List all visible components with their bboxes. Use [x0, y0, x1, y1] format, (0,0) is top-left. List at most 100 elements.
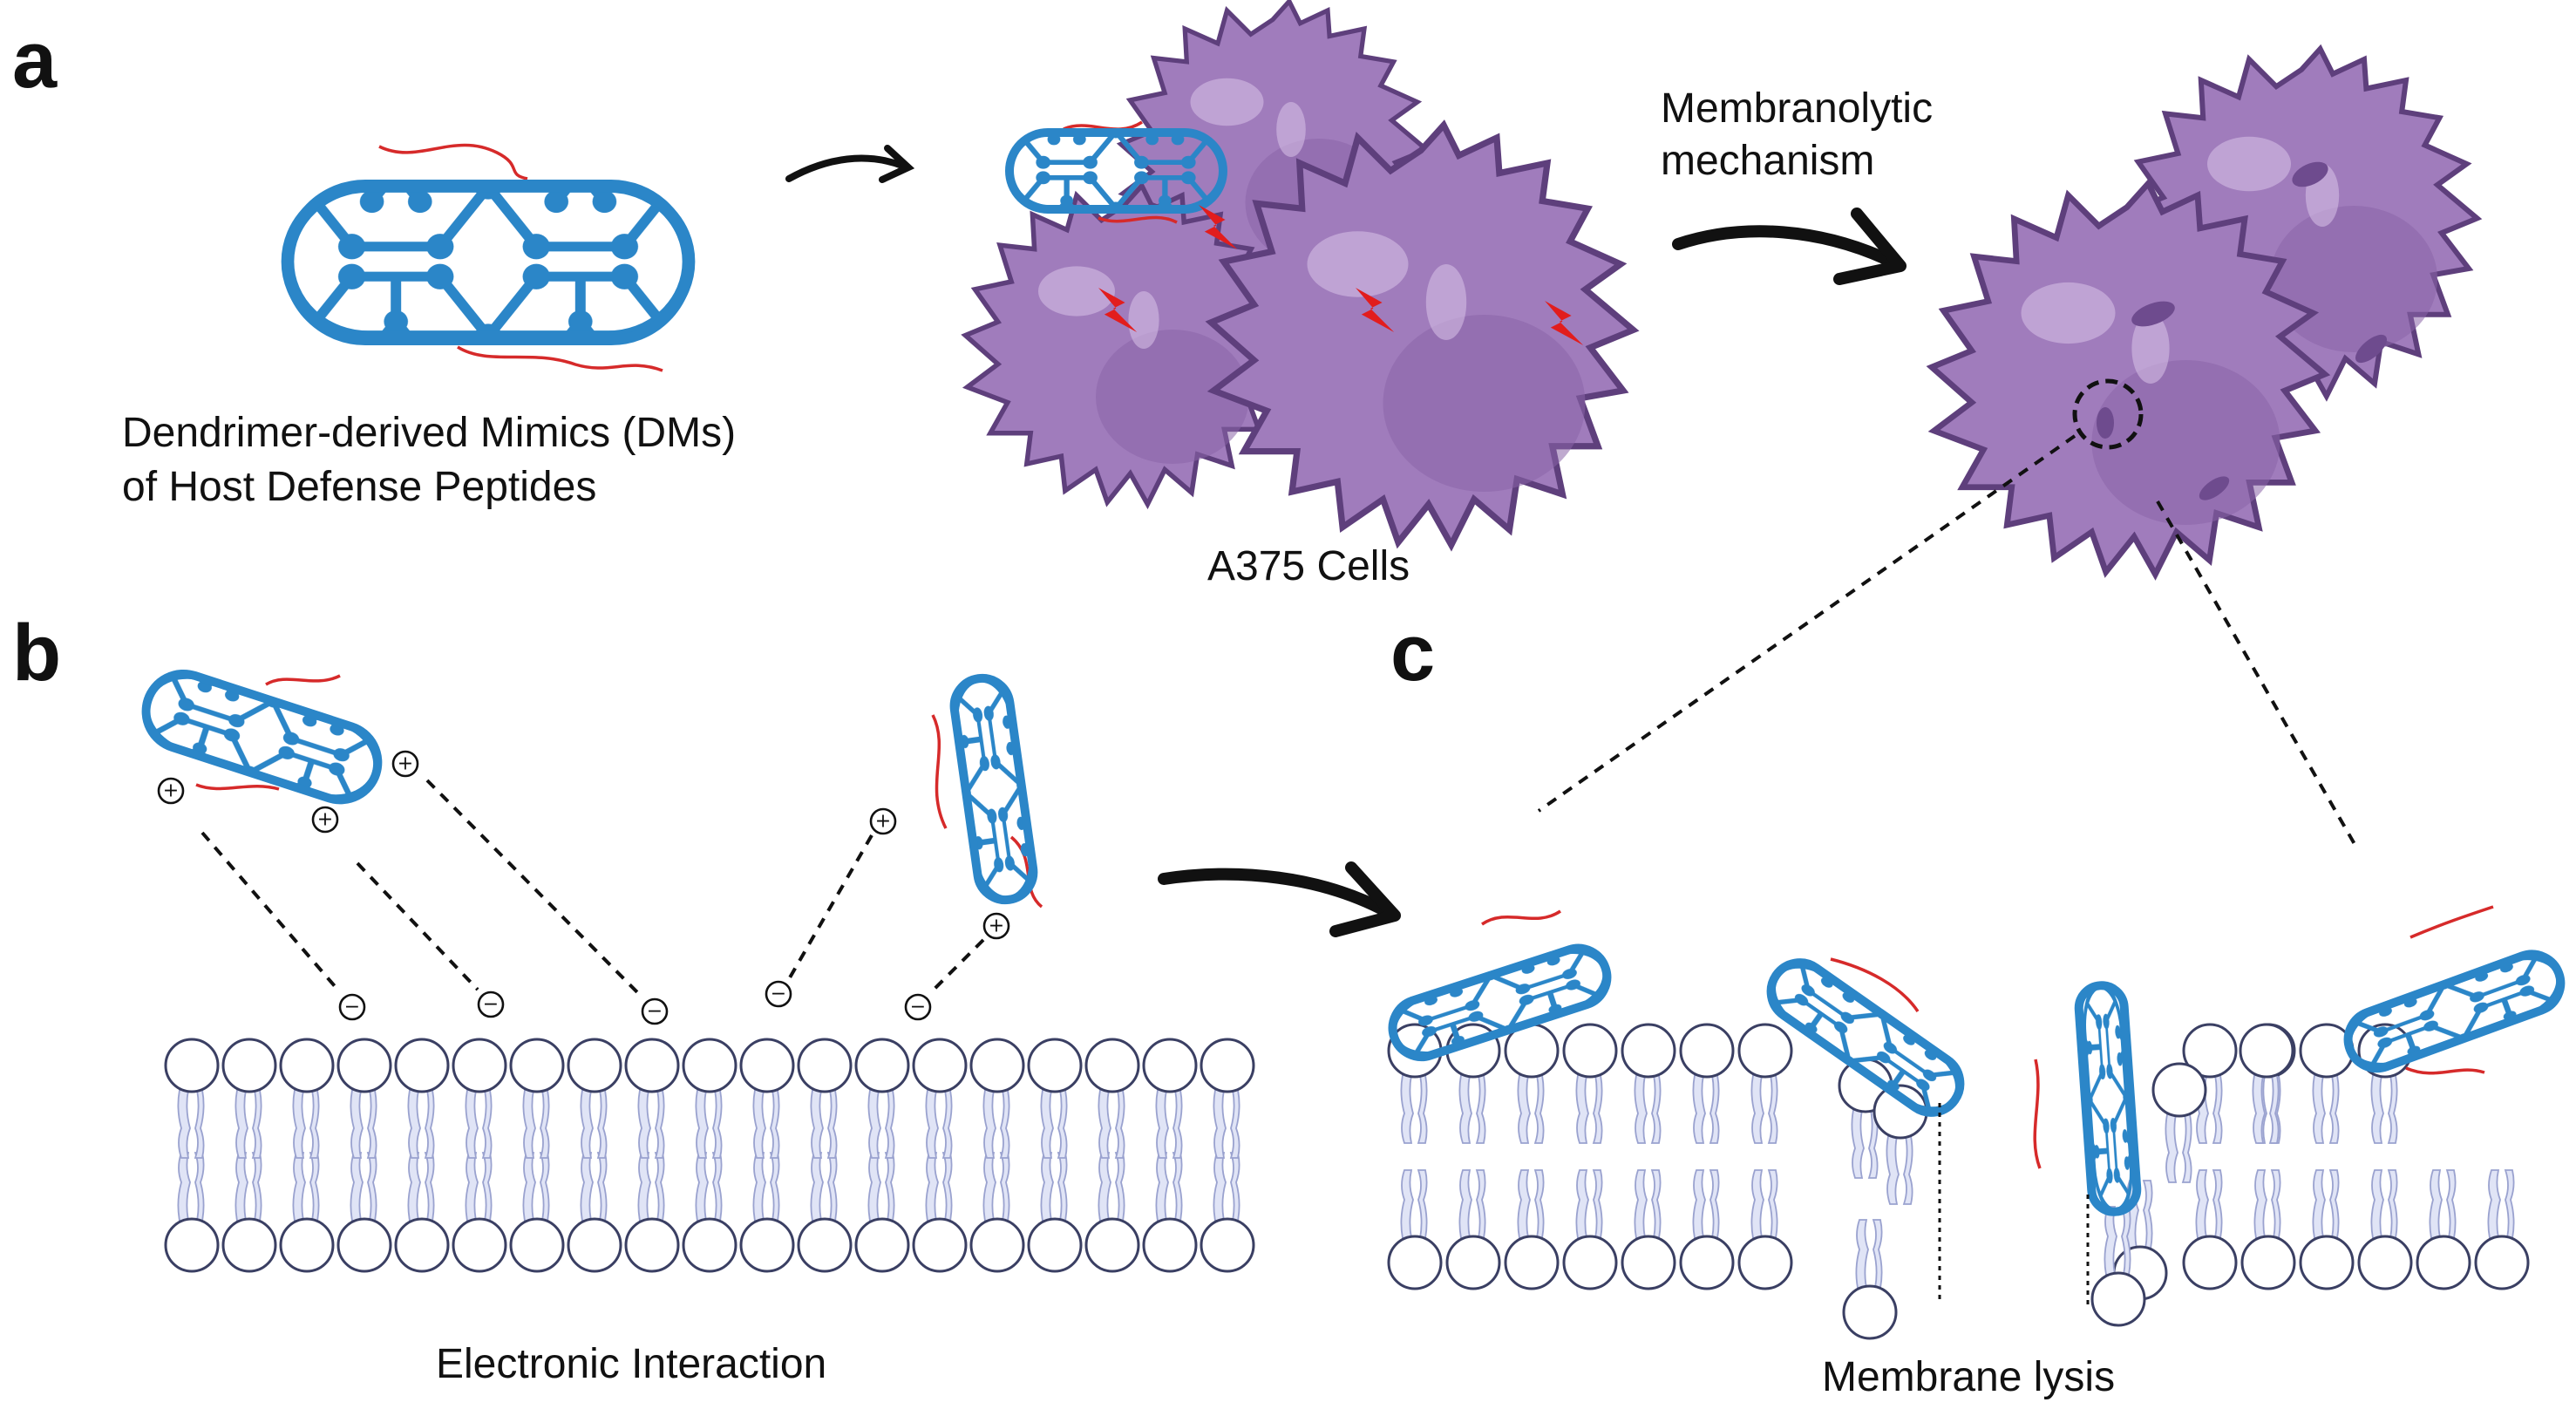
mechanism-label-line1: Membranolytic — [1661, 85, 1933, 132]
lipid-molecule — [1842, 1218, 1898, 1340]
lipid-molecule — [1445, 1168, 1501, 1290]
dendrimer-mimic-icon — [2033, 984, 2142, 1214]
lipid-molecule — [394, 1038, 450, 1160]
lipid-molecule — [509, 1038, 565, 1160]
lipid-molecule — [854, 1151, 910, 1273]
svg-text:+: + — [989, 916, 1004, 937]
arrow-head-icon — [1329, 861, 1401, 937]
lipid-molecule — [912, 1038, 968, 1160]
positive-charge: + — [157, 777, 185, 805]
lipid-molecule — [739, 1038, 795, 1160]
panel-letter-c: c — [1390, 609, 1435, 698]
dendrimer-mimic-icon — [1760, 951, 1972, 1123]
panel-b: + + + + + − − − − − Electronic Interacti… — [136, 664, 1255, 1387]
attraction-lines — [201, 779, 985, 997]
lipid-molecule — [221, 1038, 277, 1160]
lipid-molecule — [1027, 1151, 1083, 1273]
lipid-molecule — [452, 1151, 507, 1273]
lipid-molecule — [2240, 1168, 2296, 1290]
arrow-head-icon — [879, 145, 915, 183]
lipid-molecule — [509, 1151, 565, 1273]
lipid-molecule — [797, 1038, 853, 1160]
lipid-molecule — [1200, 1038, 1255, 1160]
negative-charge: − — [904, 993, 932, 1021]
lipid-molecule — [1142, 1151, 1198, 1273]
lipid-molecule — [797, 1151, 853, 1273]
negative-charge: − — [765, 980, 792, 1008]
lipid-molecule — [336, 1151, 392, 1273]
svg-text:+: + — [875, 811, 891, 833]
lipid-molecule — [279, 1151, 335, 1273]
lipid-molecule — [1504, 1168, 1560, 1290]
positive-charge: + — [982, 912, 1010, 940]
cells-label: A375 Cells — [1207, 543, 1410, 589]
dendrimer-mimic-icon — [288, 143, 689, 372]
dm-label-line1: Dendrimer-derived Mimics (DMs) — [122, 410, 736, 456]
lipid-molecule — [1562, 1168, 1618, 1290]
dm-label-line2: of Host Defense Peptides — [122, 464, 596, 510]
svg-text:−: − — [910, 997, 926, 1018]
dendrimer-mimic-small-icon — [1005, 120, 1227, 224]
lipid-molecule — [221, 1151, 277, 1273]
cancer-cell-icon — [965, 2, 1633, 545]
lipid-molecule — [912, 1151, 968, 1273]
lipid-molecule — [1621, 1023, 1676, 1145]
lipid-molecule — [1200, 1151, 1255, 1273]
caption-membrane-lysis: Membrane lysis — [1822, 1354, 2115, 1400]
lipid-molecule — [624, 1151, 680, 1273]
lipid-molecule — [1142, 1038, 1198, 1160]
svg-text:−: − — [771, 984, 786, 1005]
panel-letter-a: a — [12, 16, 58, 105]
negative-charge: − — [338, 993, 366, 1021]
dendrimer-mimic-icon — [2340, 905, 2569, 1077]
mechanism-label-line2: mechanism — [1661, 138, 1874, 184]
lipid-molecule — [682, 1151, 737, 1273]
lipid-molecule — [2239, 1023, 2294, 1145]
lysed-cancer-cell-icon — [1932, 49, 2477, 575]
curved-arrow-icon — [1672, 225, 1898, 268]
negative-charge: − — [641, 997, 669, 1025]
svg-text:+: + — [398, 753, 413, 775]
positive-charge: + — [869, 807, 897, 835]
negative-charges: − − − − − — [338, 980, 932, 1025]
svg-text:−: − — [647, 1001, 663, 1023]
lipid-molecule — [2182, 1168, 2238, 1290]
lipid-molecule — [567, 1151, 622, 1273]
lipid-molecule — [969, 1151, 1025, 1273]
lipid-molecule — [1737, 1168, 1793, 1290]
lipid-molecule — [969, 1038, 1025, 1160]
curved-arrow-icon — [785, 154, 906, 182]
zoom-circle — [2072, 378, 2144, 450]
negative-charge: − — [477, 991, 505, 1018]
dendrimer-mimic-icon — [931, 675, 1043, 909]
lipid-molecule — [164, 1151, 220, 1273]
lipid-molecule — [1084, 1151, 1140, 1273]
lipid-molecule — [1562, 1023, 1618, 1145]
svg-text:+: + — [163, 780, 179, 802]
lipid-molecule — [2357, 1168, 2413, 1290]
svg-text:−: − — [483, 994, 499, 1016]
lipid-bilayer-icon — [164, 1038, 1255, 1273]
positive-charges: + + + + + — [157, 750, 1010, 940]
curved-arrow-icon — [1158, 868, 1392, 917]
lipid-molecule — [739, 1151, 795, 1273]
positive-charge: + — [311, 806, 339, 834]
positive-charge: + — [391, 750, 419, 778]
lipid-molecule — [1387, 1168, 1443, 1290]
lipid-molecule — [1737, 1023, 1793, 1145]
lipid-molecule — [452, 1038, 507, 1160]
lipid-molecule — [2474, 1168, 2530, 1290]
lipid-molecule — [1679, 1168, 1735, 1290]
lipid-molecule — [336, 1038, 392, 1160]
lipid-molecule — [1027, 1038, 1083, 1160]
lipid-molecule — [1679, 1023, 1735, 1145]
lipid-molecule — [394, 1151, 450, 1273]
panel-c: Membrane lysis — [1385, 905, 2569, 1400]
svg-text:+: + — [317, 809, 333, 831]
lipid-molecule — [164, 1038, 220, 1160]
caption-electronic-interaction: Electronic Interaction — [436, 1341, 826, 1387]
lipid-molecule — [682, 1038, 737, 1160]
panel-a: Dendrimer-derived Mimics (DMs) of Host D… — [122, 2, 2477, 851]
dendrimer-mimic-icon — [136, 664, 388, 810]
